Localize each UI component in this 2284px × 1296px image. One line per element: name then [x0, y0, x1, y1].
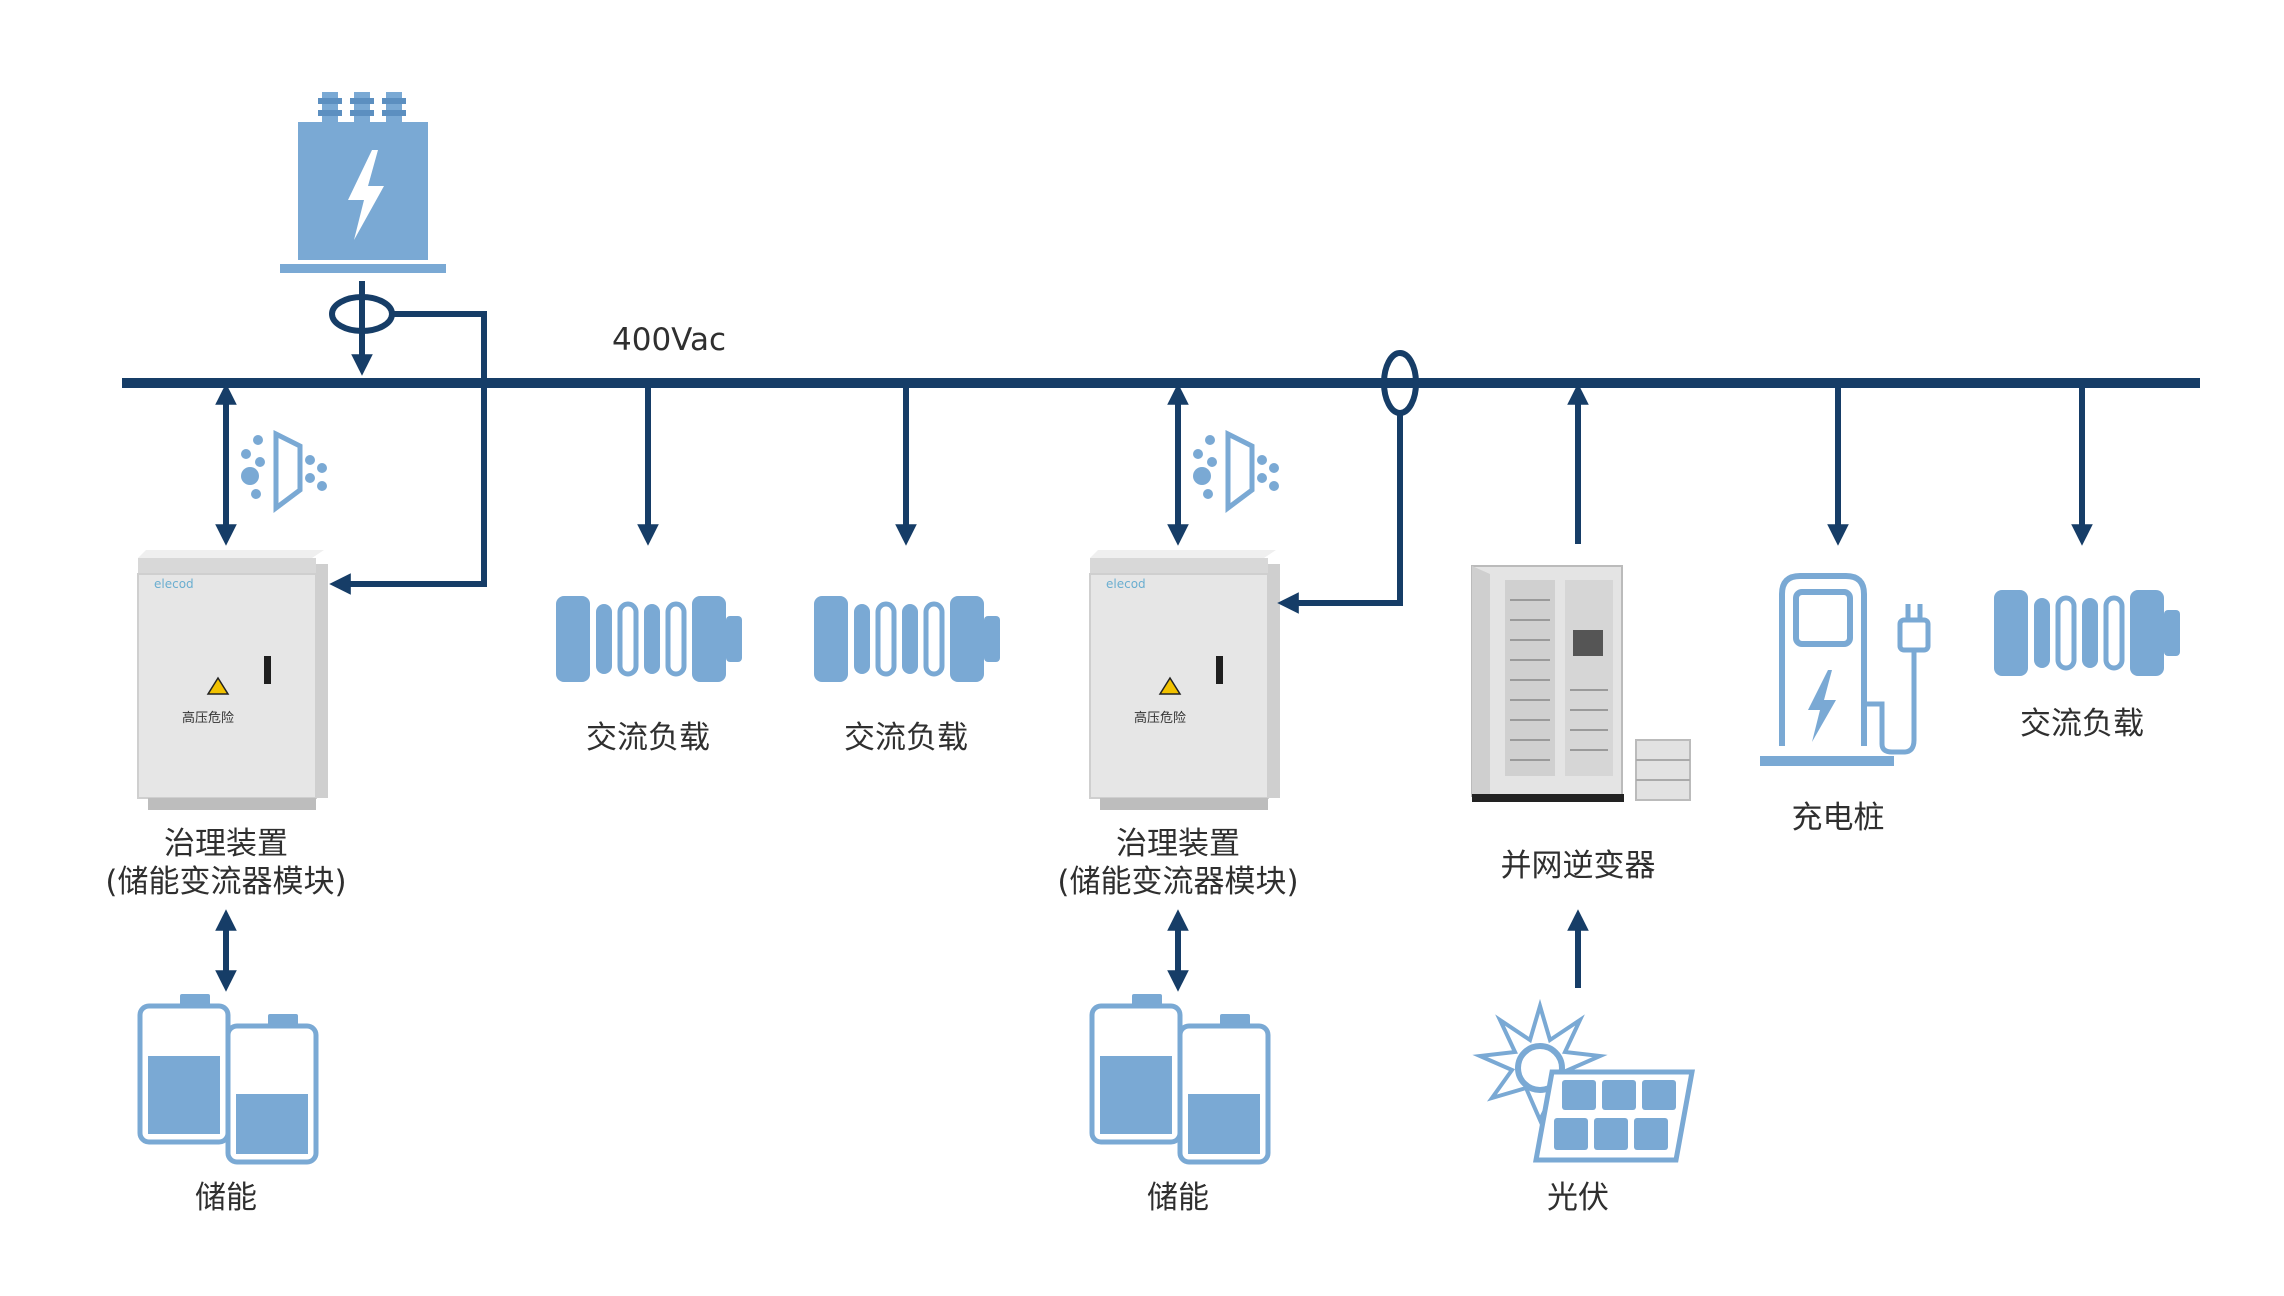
svg-text:高压危险: 高压危险 — [182, 710, 234, 726]
battery-pack-icon — [1994, 590, 2180, 676]
pcs-cabinet-image: elecod 高压危险 — [137, 549, 329, 811]
battery-pack-icon — [556, 596, 742, 682]
svg-text:elecod: elecod — [1106, 577, 1146, 591]
battery-pack-icon — [814, 596, 1000, 682]
charging-station-icon — [1760, 573, 1931, 766]
filter-icon — [1193, 434, 1279, 508]
battery-storage-icon — [140, 994, 316, 1162]
pv-label: 光伏 — [1547, 1180, 1609, 1216]
inverter-cabinet-image — [1471, 565, 1691, 802]
storage-2-label: 储能 — [1147, 1180, 1209, 1216]
battery-storage-icon — [1092, 994, 1268, 1162]
svg-text:elecod: elecod — [154, 577, 194, 591]
pcs-2-sub-label: (储能变流器模块) — [1057, 864, 1299, 900]
pcs-1-sub-label: (储能变流器模块) — [105, 864, 347, 900]
current-sensor-icon — [1277, 350, 1419, 614]
transformer-icon — [280, 92, 446, 273]
bus-voltage-label: 400Vac — [612, 322, 727, 358]
pcs-2-label: 治理装置 — [1116, 826, 1240, 862]
charger-label: 充电桩 — [1791, 800, 1885, 836]
solar-panel-icon — [1472, 998, 1695, 1163]
ac-load-1-label: 交流负载 — [586, 720, 710, 756]
pcs-cabinet-image: elecod 高压危险 — [1089, 549, 1281, 811]
inverter-label: 并网逆变器 — [1500, 848, 1656, 884]
filter-icon — [241, 434, 327, 508]
storage-1-label: 储能 — [195, 1180, 257, 1216]
pcs-1-label: 治理装置 — [164, 826, 288, 862]
ac-load-3-label: 交流负载 — [2020, 706, 2144, 742]
svg-text:高压危险: 高压危险 — [1134, 710, 1186, 726]
current-sensor-icon — [329, 281, 487, 595]
ac-load-2-label: 交流负载 — [844, 720, 968, 756]
